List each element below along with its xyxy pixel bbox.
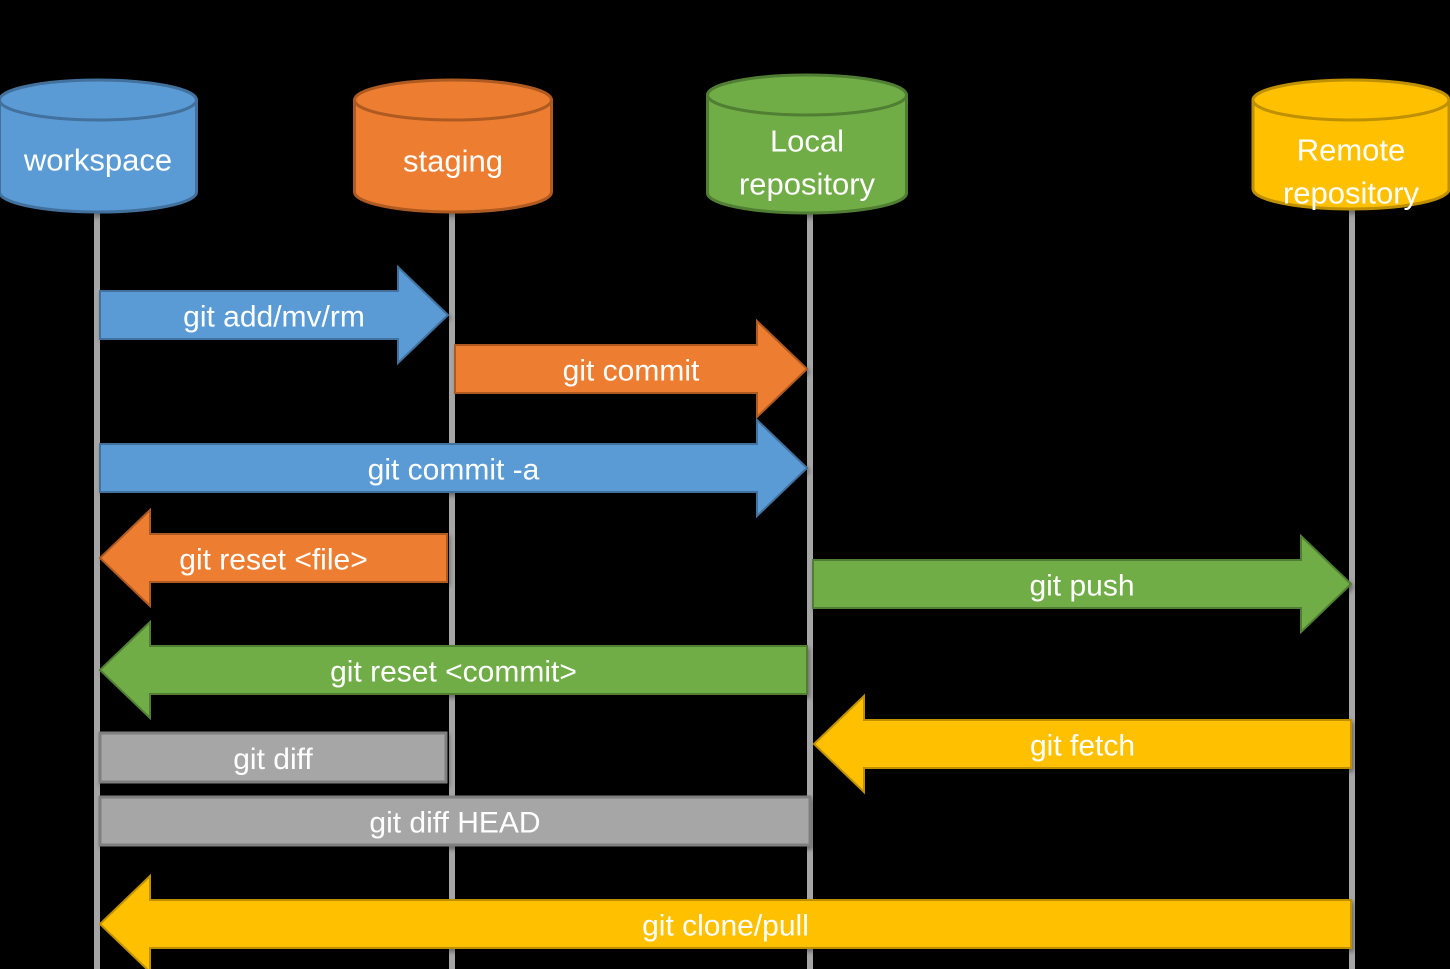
cylinder-body-remote (1251, 98, 1450, 211)
arrow-label-git-push: git push (1029, 570, 1134, 603)
arrow-label-git-clone-pull: git clone/pull (642, 910, 809, 943)
cylinder-body-staging (353, 98, 553, 214)
arrow-git-clone-pull (98, 873, 1352, 969)
bar-git-diff (98, 731, 448, 784)
cylinder-label-workspace-line1: workspace (23, 143, 172, 178)
cylinder-top-workspace (0, 78, 198, 122)
lifeline-remote (1349, 180, 1355, 969)
cylinder-label-remote-line2: repository (1283, 176, 1420, 211)
bar-git-diff-head (98, 795, 812, 847)
cylinder-label-staging-line1: staging (403, 144, 503, 179)
arrow-git-reset-file (98, 507, 448, 609)
cylinder-label-remote-line1: Remote (1297, 133, 1406, 168)
arrow-git-commit (454, 318, 809, 420)
cylinder-top-local (706, 73, 908, 117)
arrow-label-git-reset-commit: git reset <commit> (330, 656, 577, 689)
cylinder-top-staging (353, 78, 553, 122)
lifeline-local (807, 175, 813, 969)
lifeline-staging (449, 180, 455, 969)
arrow-git-reset-commit (98, 619, 808, 721)
arrow-label-git-commit-a: git commit -a (368, 454, 540, 487)
arrow-label-git-fetch: git fetch (1030, 730, 1135, 763)
cylinder-top-remote (1251, 78, 1450, 122)
arrow-label-git-reset-file: git reset <file> (179, 544, 367, 577)
arrow-git-commit-a (99, 417, 809, 519)
bar-label-git-diff-head: git diff HEAD (369, 807, 540, 840)
arrow-label-git-add-mv-rm: git add/mv/rm (183, 301, 365, 334)
cylinder-label-local-line2: repository (739, 167, 876, 202)
bar-label-git-diff: git diff (233, 743, 313, 776)
lifeline-workspace (94, 180, 100, 969)
arrow-git-add-mv-rm (99, 264, 450, 366)
arrow-label-git-commit: git commit (563, 355, 700, 388)
arrow-git-fetch (812, 693, 1352, 795)
cylinder-body-workspace (0, 98, 198, 214)
cylinder-label-local-line1: Local (770, 124, 844, 159)
cylinder-body-local (706, 93, 908, 215)
arrow-git-push (812, 533, 1353, 635)
